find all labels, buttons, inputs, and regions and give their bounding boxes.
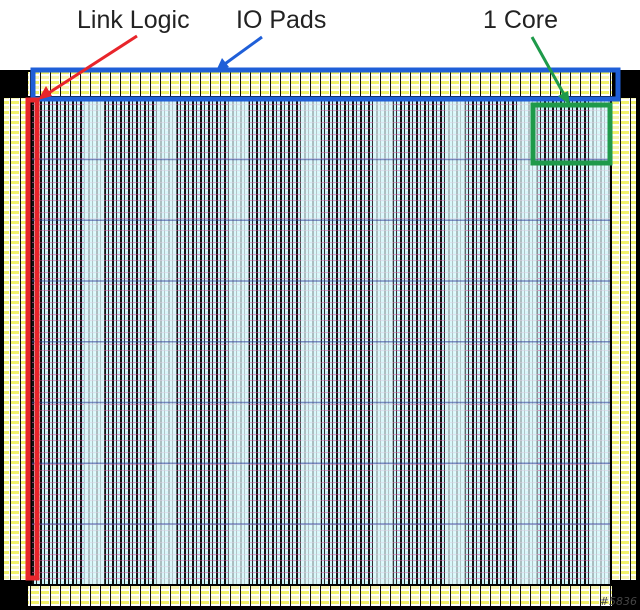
core-row-divider <box>32 158 610 161</box>
link-logic-label: Link Logic <box>77 6 190 34</box>
io-pads-label: IO Pads <box>236 6 327 34</box>
chip-die <box>0 70 640 610</box>
core-row-divider <box>32 280 610 282</box>
pad-ring-right <box>612 98 636 580</box>
core-grid <box>32 98 610 584</box>
link-logic-highlight-bar <box>25 97 40 581</box>
core-row-divider <box>32 341 610 343</box>
link-logic-arrow <box>38 34 138 100</box>
core-row-divider <box>32 462 610 464</box>
pad-ring-left <box>4 98 28 580</box>
pad-ring-bottom <box>28 586 612 606</box>
core-highlight-box <box>530 102 613 166</box>
annotations <box>25 34 621 581</box>
io-pads-highlight-box <box>30 67 621 102</box>
core-row-divider <box>32 401 610 404</box>
io-pads-arrow <box>216 35 263 71</box>
core-row-divider <box>32 523 610 525</box>
core-row-divider <box>32 219 610 221</box>
one-core-label: 1 Core <box>483 6 559 34</box>
pad-ring-top <box>28 72 612 96</box>
watermark: #5836 <box>599 595 637 608</box>
core-arrow <box>530 36 570 105</box>
